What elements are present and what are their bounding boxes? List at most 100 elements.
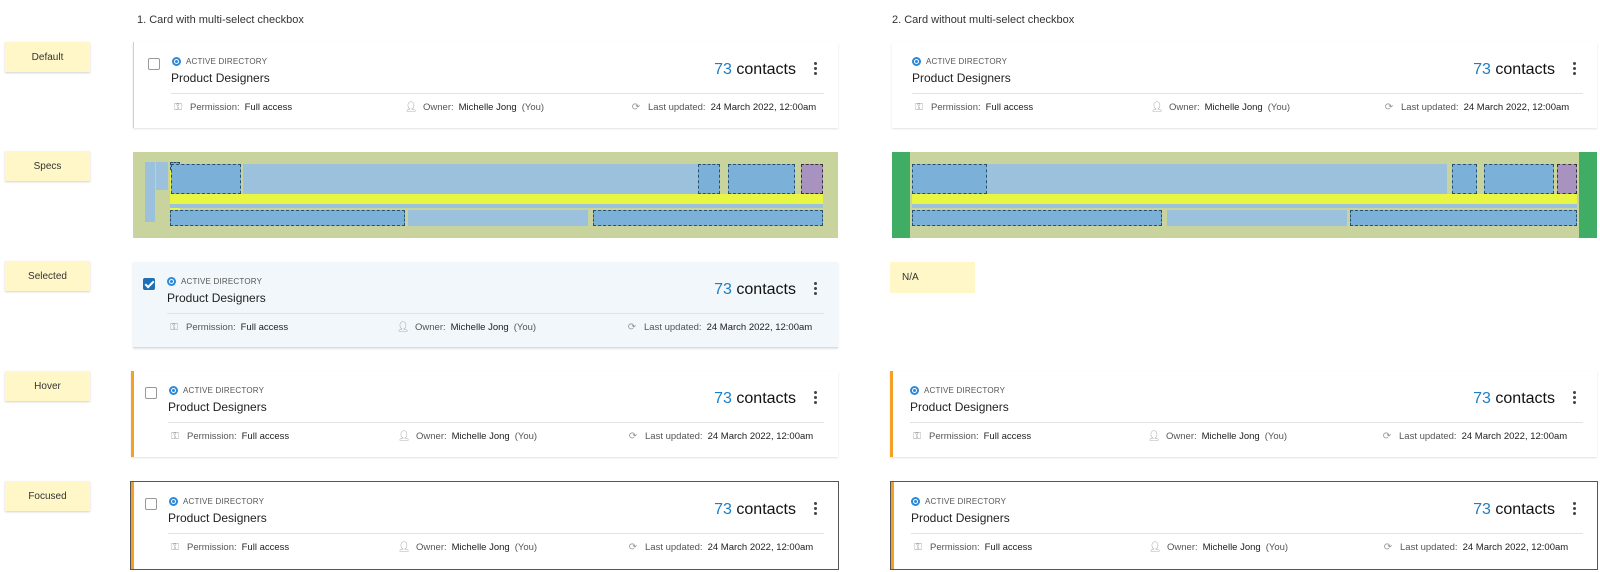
multi-select-checkbox[interactable] [148, 58, 160, 70]
permission-value: Full access [984, 542, 1033, 553]
card-divider [168, 533, 824, 534]
permission-label: Permission: [931, 102, 981, 113]
card-title: Product Designers [910, 400, 1009, 414]
permission-meta: ⚿Permission:Full access [910, 431, 1031, 442]
owner-suffix: (You) [513, 322, 537, 333]
owner-label: Owner: [1169, 102, 1200, 113]
person-icon: 👤︎ [396, 322, 410, 333]
permission-label: Permission: [186, 322, 236, 333]
card-default-without-checkbox[interactable]: ACTIVE DIRECTORY Product Designers 73 co… [892, 42, 1597, 128]
kebab-menu-icon[interactable] [812, 502, 818, 518]
owner-suffix: (You) [1264, 431, 1288, 442]
owner-name: Michelle Jong [450, 322, 509, 333]
updated-meta: ⟳Last updated:24 March 2022, 12:00am [625, 322, 812, 333]
card-focused-without-checkbox[interactable]: ACTIVE DIRECTORY Product Designers 73 co… [890, 481, 1598, 570]
state-label-default: Default [5, 42, 90, 72]
updated-meta: ⟳Last updated:24 March 2022, 12:00am [1382, 102, 1569, 113]
owner-label: Owner: [423, 102, 454, 113]
key-icon: ⚿ [171, 431, 179, 442]
refresh-icon: ⟳ [628, 431, 638, 442]
active-directory-icon [169, 386, 178, 395]
card-title: Product Designers [912, 71, 1011, 85]
kebab-menu-icon[interactable] [812, 62, 818, 78]
permission-meta: ⚿Permission:Full access [168, 431, 289, 442]
card-divider [912, 93, 1583, 94]
card-title: Product Designers [168, 511, 267, 525]
card-source: ACTIVE DIRECTORY [924, 386, 1006, 395]
owner-name: Michelle Jong [451, 542, 510, 553]
kebab-menu-icon[interactable] [1571, 391, 1577, 407]
updated-value: 24 March 2022, 12:00am [1461, 431, 1568, 442]
kebab-menu-icon[interactable] [812, 391, 818, 407]
contact-count-value: 73 [714, 281, 732, 298]
kebab-menu-icon[interactable] [1571, 62, 1577, 78]
card-title: Product Designers [171, 71, 270, 85]
permission-value: Full access [985, 102, 1034, 113]
contact-count: 73 contacts [714, 390, 796, 408]
updated-meta: ⟳Last updated:24 March 2022, 12:00am [629, 102, 816, 113]
card-focused-with-checkbox[interactable]: ACTIVE DIRECTORY Product Designers 73 co… [130, 481, 839, 570]
kebab-menu-icon[interactable] [812, 282, 818, 298]
owner-label: Owner: [416, 542, 447, 553]
card-divider [911, 533, 1583, 534]
owner-name: Michelle Jong [1201, 431, 1260, 442]
owner-label: Owner: [415, 322, 446, 333]
contact-count-label: contacts [1495, 501, 1555, 518]
contact-count-label: contacts [736, 61, 796, 78]
updated-label: Last updated: [645, 431, 703, 442]
person-icon: 👤︎ [397, 431, 411, 442]
refresh-icon: ⟳ [1383, 542, 1393, 553]
active-directory-icon [172, 57, 181, 66]
not-applicable-note: N/A [890, 262, 975, 293]
owner-meta: 👤︎Owner:Michelle Jong(You) [404, 102, 544, 113]
card-selected-with-checkbox[interactable]: ACTIVE DIRECTORY Product Designers 73 co… [133, 262, 838, 348]
owner-suffix: (You) [521, 102, 545, 113]
updated-label: Last updated: [644, 322, 702, 333]
permission-value: Full access [244, 102, 293, 113]
key-icon: ⚿ [915, 102, 923, 113]
card-source: ACTIVE DIRECTORY [183, 386, 265, 395]
card-title: Product Designers [167, 291, 266, 305]
multi-select-checkbox[interactable] [145, 498, 157, 510]
updated-meta: ⟳Last updated:24 March 2022, 12:00am [626, 542, 813, 553]
card-divider [167, 313, 824, 314]
person-icon: 👤︎ [1148, 542, 1162, 553]
owner-suffix: (You) [1267, 102, 1291, 113]
card-source: ACTIVE DIRECTORY [186, 57, 268, 66]
active-directory-icon [911, 497, 920, 506]
card-hover-without-checkbox[interactable]: ACTIVE DIRECTORY Product Designers 73 co… [890, 371, 1597, 457]
permission-meta: ⚿Permission:Full access [167, 322, 288, 333]
permission-value: Full access [241, 542, 290, 553]
updated-value: 24 March 2022, 12:00am [706, 322, 813, 333]
owner-suffix: (You) [1265, 542, 1289, 553]
kebab-menu-icon[interactable] [1571, 502, 1577, 518]
contact-count: 73 contacts [714, 281, 796, 299]
card-source: ACTIVE DIRECTORY [925, 497, 1007, 506]
permission-label: Permission: [929, 431, 979, 442]
contact-count-value: 73 [1473, 61, 1491, 78]
contact-count: 73 contacts [714, 501, 796, 519]
owner-name: Michelle Jong [451, 431, 510, 442]
card-divider [910, 422, 1583, 423]
permission-value: Full access [983, 431, 1032, 442]
contact-count-label: contacts [736, 390, 796, 407]
multi-select-checkbox[interactable] [145, 387, 157, 399]
person-icon: 👤︎ [1150, 102, 1164, 113]
multi-select-checkbox-checked[interactable] [143, 278, 155, 290]
owner-meta: 👤︎Owner:Michelle Jong(You) [397, 431, 537, 442]
updated-label: Last updated: [645, 542, 703, 553]
card-hover-with-checkbox[interactable]: ACTIVE DIRECTORY Product Designers 73 co… [131, 371, 838, 457]
contact-count: 73 contacts [714, 61, 796, 79]
refresh-icon: ⟳ [631, 102, 641, 113]
permission-meta: ⚿Permission:Full access [171, 102, 292, 113]
owner-meta: 👤︎Owner:Michelle Jong(You) [1147, 431, 1287, 442]
person-icon: 👤︎ [397, 542, 411, 553]
updated-meta: ⟳Last updated:24 March 2022, 12:00am [1380, 431, 1567, 442]
contact-count-value: 73 [1473, 390, 1491, 407]
updated-meta: ⟳Last updated:24 March 2022, 12:00am [626, 431, 813, 442]
owner-name: Michelle Jong [1202, 542, 1261, 553]
contact-count-value: 73 [1473, 501, 1491, 518]
contact-count-label: contacts [736, 281, 796, 298]
card-default-with-checkbox[interactable]: ACTIVE DIRECTORY Product Designers 73 co… [133, 42, 838, 128]
key-icon: ⚿ [170, 322, 178, 333]
